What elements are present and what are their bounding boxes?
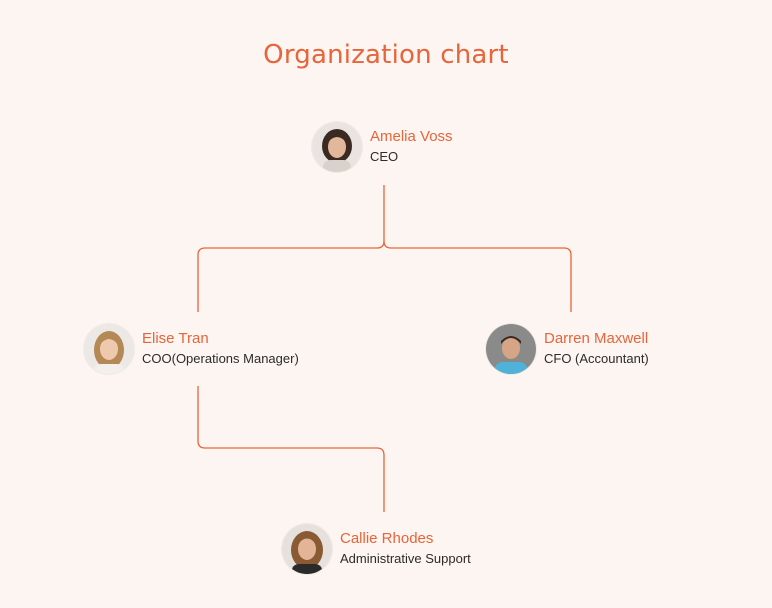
person-name: Callie Rhodes (340, 530, 434, 547)
person-name: Darren Maxwell (544, 330, 649, 347)
male-avatar-icon (486, 324, 536, 374)
chart-title: Organization chart (263, 40, 509, 70)
node-ceo[interactable]: Amelia Voss CEO (312, 122, 453, 172)
female-avatar-icon (282, 524, 332, 574)
female-avatar-icon (312, 122, 362, 172)
connector-ceo-to-cfo (383, 240, 572, 312)
node-admin[interactable]: Callie Rhodes Administrative Support (282, 524, 471, 574)
female-avatar-icon (84, 324, 134, 374)
person-name: Elise Tran (142, 330, 209, 347)
node-cfo[interactable]: Darren Maxwell CFO (Accountant) (486, 324, 649, 374)
node-coo[interactable]: Elise Tran COO(Operations Manager) (84, 324, 299, 374)
connector-coo-to-admin (197, 386, 385, 512)
person-role: Administrative Support (340, 551, 471, 566)
person-role: CFO (Accountant) (544, 351, 649, 366)
connector-ceo-trunk (197, 185, 385, 312)
person-role: COO(Operations Manager) (142, 351, 299, 366)
person-role: CEO (370, 149, 399, 164)
person-name: Amelia Voss (370, 128, 453, 145)
